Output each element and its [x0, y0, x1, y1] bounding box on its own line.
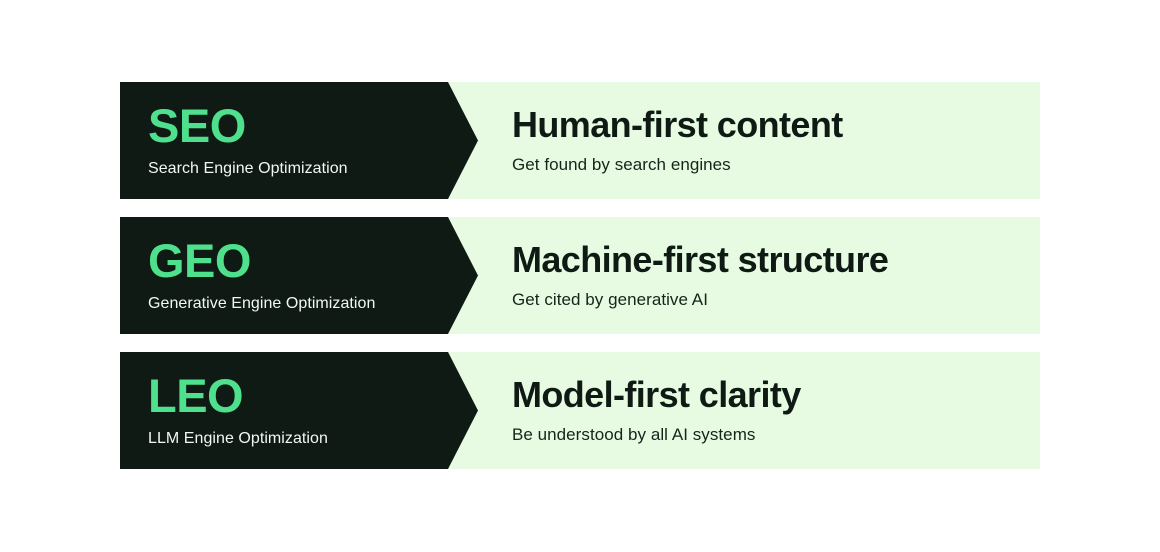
detail-subtitle: Get found by search engines — [512, 154, 731, 174]
detail-title: Machine-first structure — [512, 238, 889, 280]
acronym-label: SEO — [148, 99, 246, 153]
acronym-expansion-label: Search Engine Optimization — [148, 160, 348, 178]
optimization-row-geo: GEO Generative Engine Optimization Machi… — [120, 217, 1040, 334]
detail-subtitle: Be understood by all AI systems — [512, 424, 756, 444]
chevron-panel-leo: LEO LLM Engine Optimization — [120, 352, 478, 469]
acronym-label: GEO — [148, 234, 251, 288]
optimization-row-leo: LEO LLM Engine Optimization Model-first … — [120, 352, 1040, 469]
acronym-expansion-label: Generative Engine Optimization — [148, 295, 376, 313]
detail-subtitle: Get cited by generative AI — [512, 289, 708, 309]
detail-title: Human-first content — [512, 103, 843, 145]
acronym-label: LEO — [148, 369, 244, 423]
detail-title: Model-first clarity — [512, 373, 801, 415]
acronym-expansion-label: LLM Engine Optimization — [148, 430, 328, 448]
chevron-content-leo: LEO LLM Engine Optimization — [148, 352, 448, 469]
chevron-content-seo: SEO Search Engine Optimization — [148, 82, 448, 199]
optimization-row-seo: SEO Search Engine Optimization Human-fir… — [120, 82, 1040, 199]
chevron-panel-geo: GEO Generative Engine Optimization — [120, 217, 478, 334]
chevron-panel-seo: SEO Search Engine Optimization — [120, 82, 478, 199]
detail-panel-geo: Machine-first structure Get cited by gen… — [512, 217, 1040, 334]
detail-panel-seo: Human-first content Get found by search … — [512, 82, 1040, 199]
detail-panel-leo: Model-first clarity Be understood by all… — [512, 352, 1040, 469]
chevron-content-geo: GEO Generative Engine Optimization — [148, 217, 448, 334]
optimization-row-list: SEO Search Engine Optimization Human-fir… — [120, 82, 1040, 469]
